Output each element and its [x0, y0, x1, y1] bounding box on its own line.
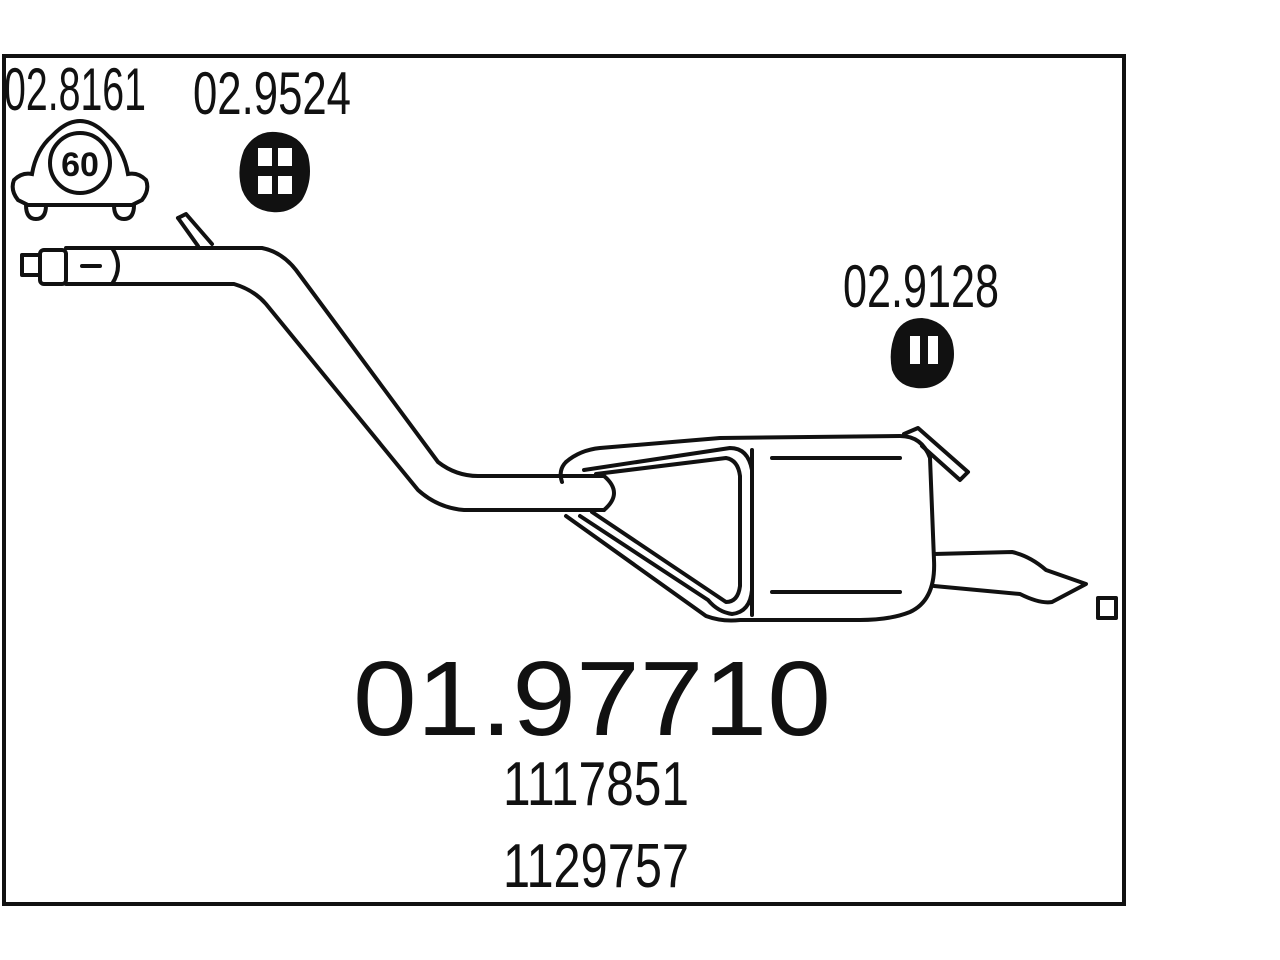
part-number: 01.97710	[353, 640, 831, 758]
accessory-code-mount-front: 02.9524	[193, 60, 351, 127]
oem-number-2: 1129757	[503, 832, 689, 901]
diagram-frame	[2, 54, 1126, 906]
rear-silencer-drawing	[20, 212, 1118, 623]
oem-number-1: 1117851	[503, 750, 689, 819]
exhaust-clamp-icon	[10, 118, 150, 222]
clamp-size-label: 60	[61, 146, 99, 184]
rubber-mount-icon	[239, 131, 310, 213]
rubber-mount-icon	[890, 318, 954, 389]
accessory-code-mount-rear: 02.9128	[843, 253, 999, 320]
accessory-code-clamp: 02.8161	[4, 56, 146, 123]
